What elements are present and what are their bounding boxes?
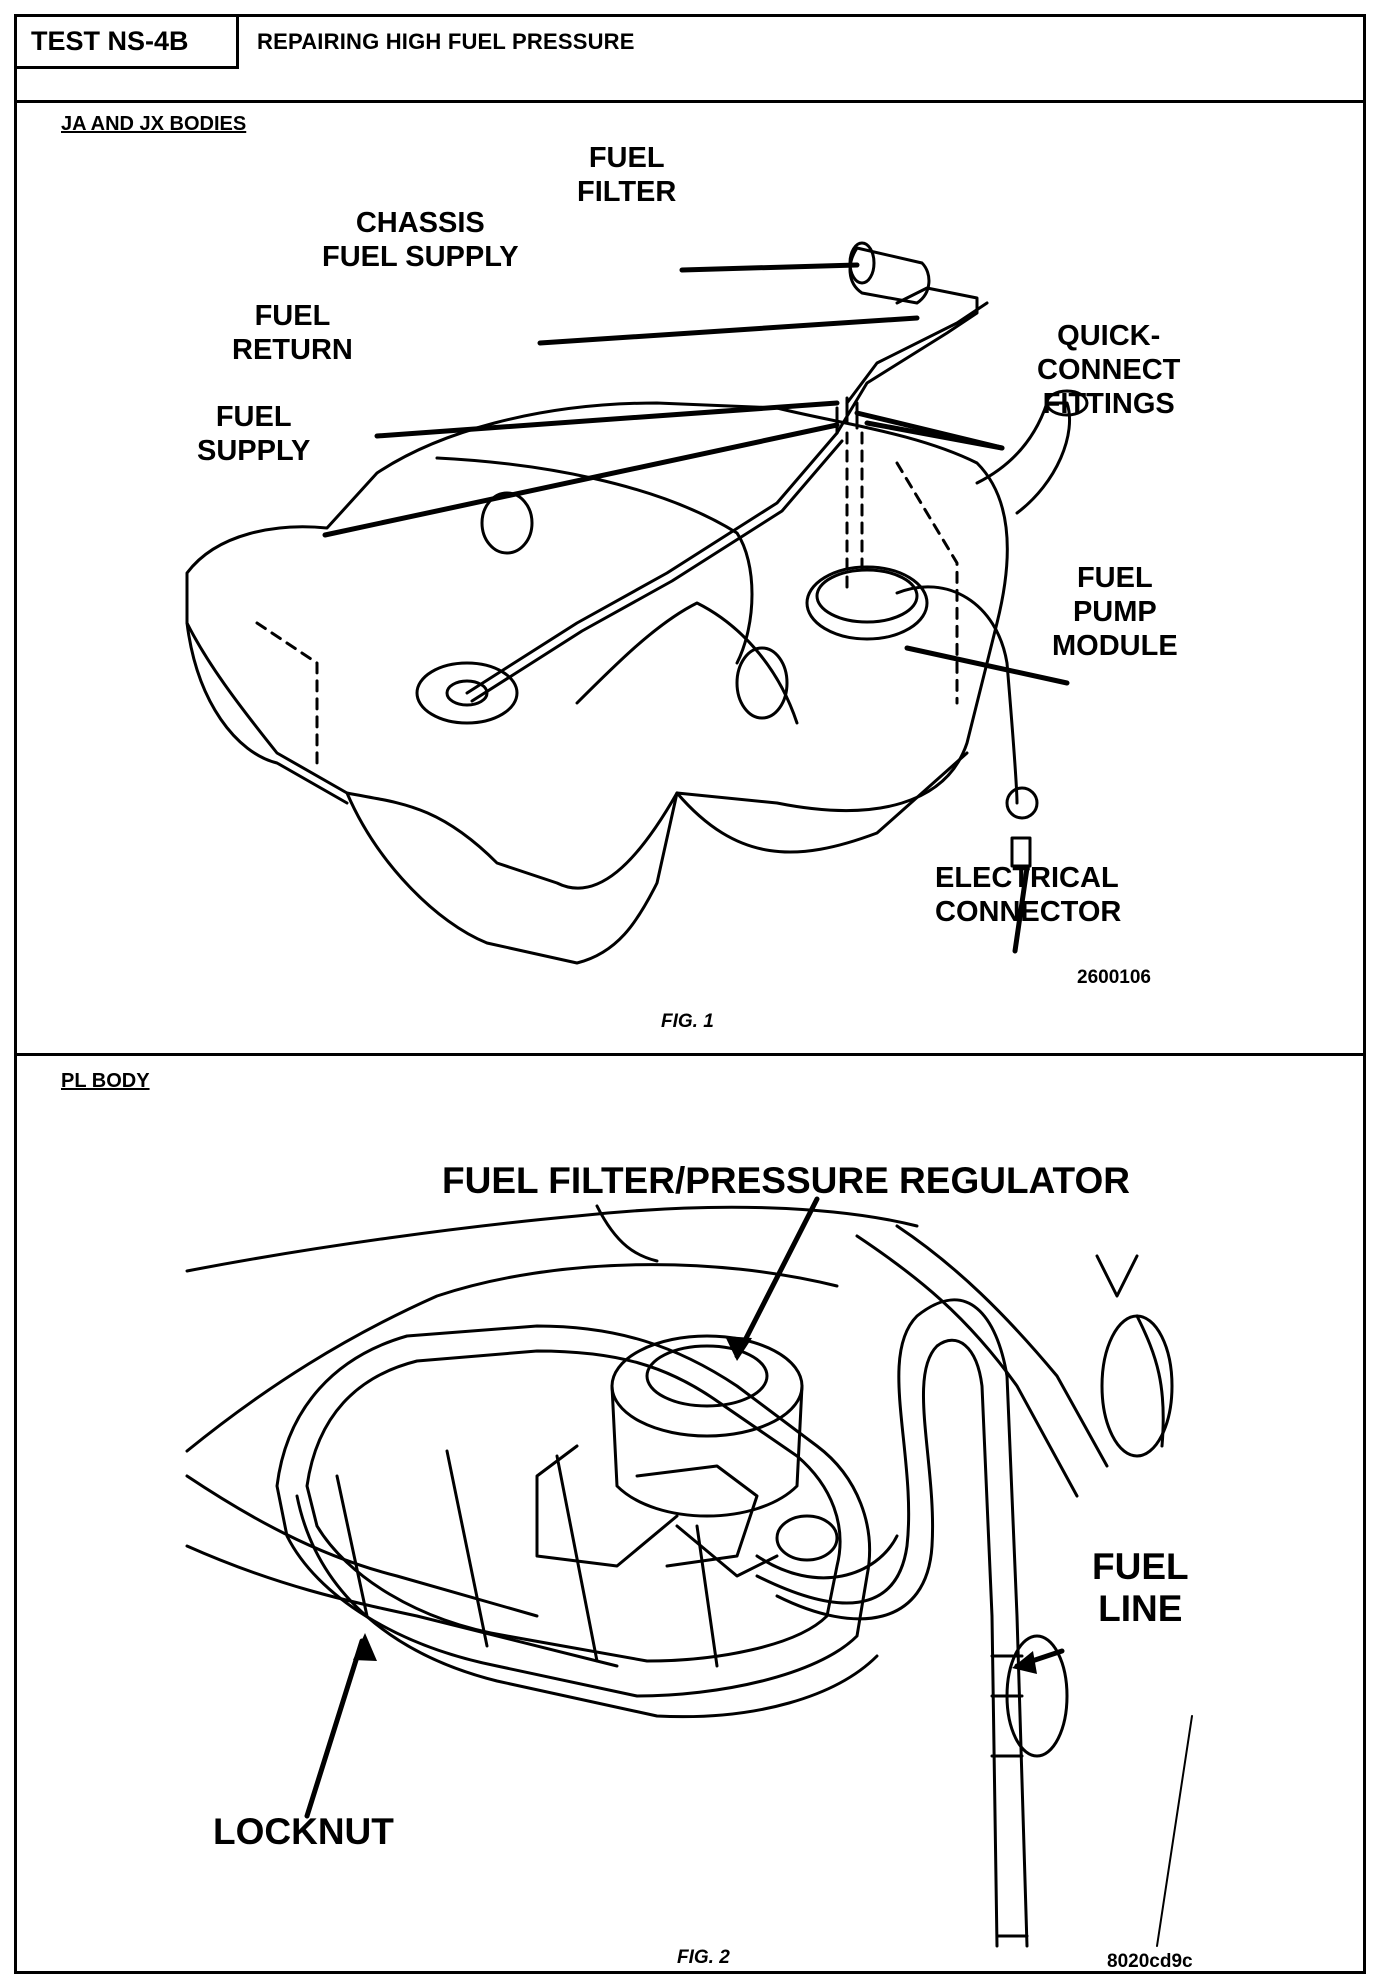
leader-fuel-supply [322,422,840,538]
page-frame: TEST NS-4B REPAIRING HIGH FUEL PRESSURE … [14,14,1366,1974]
test-id: TEST NS-4B [17,17,239,69]
tank-lower-body [185,621,349,805]
callout-fuel-supply: FUEL SUPPLY [197,401,311,467]
figure-2-panel: PL BODY [17,1056,1363,1974]
leader-fuel-pump-module [904,645,1070,686]
fuel-tank-illustration [185,241,1089,965]
pl-fuel-module-illustration [185,1196,1193,1948]
sender-opening [415,661,519,725]
figure-1-code: 2600106 [1077,967,1151,988]
leader-locknut [304,1638,365,1819]
electrical-connector-part [1010,836,1032,868]
filter-regulator-body [610,1334,804,1438]
leader-filter-regulator [734,1196,820,1359]
leader-quick-connect-2 [864,420,1005,451]
callout-fuel-pump-module: FUEL PUMP MODULE [1052,562,1178,662]
callout-chassis-fuel-supply: CHASSIS FUEL SUPPLY [322,207,519,273]
fuel-tank-outline [185,401,1009,890]
fuel-line-supply [465,431,839,695]
leader-electrical-connector [1012,865,1030,954]
figure-2-caption: FIG. 2 [677,1947,730,1968]
figure-2-code: 8020cd9c [1107,1951,1193,1972]
filler-neck [975,401,1072,515]
callout-quick-connect-fittings: QUICK- CONNECT FITTINGS [1037,320,1181,420]
leader-fuel-return [374,400,840,439]
tank-right-lower [675,751,969,854]
tank-front-edge [345,791,679,965]
tank-saddle [575,601,799,725]
section-label-ja-jx: JA AND JX BODIES [61,113,247,135]
fuel-line-tube [755,1298,1029,1948]
callout-fuel-return: FUEL RETURN [232,300,353,366]
tank-ridge [435,456,754,665]
leader-chassis-fuel-supply [537,315,920,346]
callout-filter-regulator: FUEL FILTER/PRESSURE REGULATOR [442,1160,1130,1201]
test-title: REPAIRING HIGH FUEL PRESSURE [257,29,635,54]
figure-1-caption: FIG. 1 [661,1011,714,1032]
callout-locknut: LOCKNUT [213,1811,394,1852]
callout-fuel-line: FUEL LINE [1092,1546,1189,1629]
callout-electrical-connector: ELECTRICAL CONNECTOR [935,862,1122,928]
fuel-filter-canister [848,246,931,305]
figure-1-panel: JA AND JX BODIES [17,103,1363,1056]
section-label-pl: PL BODY [61,1070,150,1092]
leader-fuel-filter [679,262,860,273]
electrical-harness [895,585,1019,805]
header: TEST NS-4B REPAIRING HIGH FUEL PRESSURE [17,17,1363,103]
callout-fuel-filter: FUEL FILTER [577,142,677,208]
pump-module-flange [805,565,929,641]
locknut-ring [275,1324,872,1698]
